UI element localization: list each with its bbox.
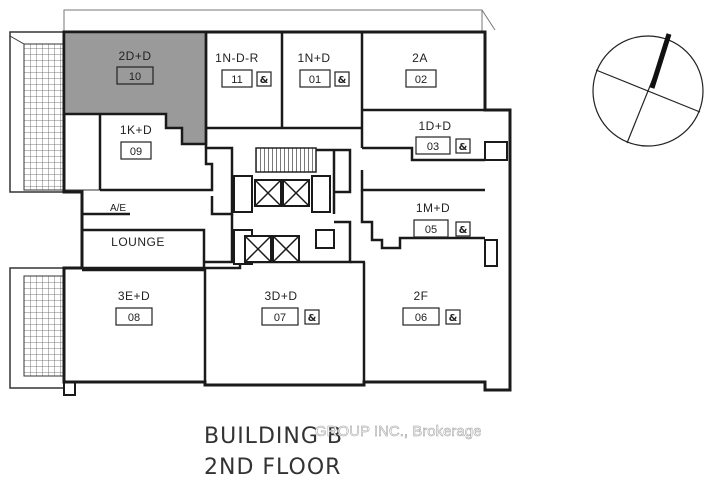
unit-name: 1N-D-R [215, 51, 259, 65]
unit-2f-06[interactable]: 2F 06 & [402, 289, 461, 326]
unit-number: 02 [415, 74, 427, 86]
accessible-symbol: & [308, 313, 317, 324]
unit-name: 1N+D [297, 51, 330, 65]
balcony-top [63, 9, 496, 33]
accessible-icon [445, 309, 461, 325]
unit-number: 05 [425, 224, 437, 236]
accessible-symbol: & [459, 225, 468, 236]
ae-label: A/E [110, 203, 126, 214]
balcony-bottom-left [9, 267, 65, 389]
watermark-text: GROUP INC., Brokerage [315, 423, 481, 440]
unit-1d-d-03[interactable]: 1D+D 03 & [415, 119, 471, 155]
unit-1k-d-09[interactable]: 1K+D 09 [120, 123, 152, 160]
unit-number: 07 [274, 312, 286, 324]
unit-1n-d-r-11[interactable]: 1N-D-R 11 & [215, 51, 272, 88]
unit-name: 2A [412, 51, 428, 65]
unit-name: 3E+D [118, 289, 150, 303]
unit-3e-d-08[interactable]: 3E+D 08 [115, 289, 153, 326]
unit-name: 1K+D [120, 123, 152, 137]
stairs-icon [255, 147, 317, 173]
elevator-icon [233, 175, 335, 265]
accessible-symbol: & [260, 75, 269, 86]
unit-name: 2D+D [118, 49, 151, 63]
unit-1m-d-05[interactable]: 1M+D 05 & [413, 201, 471, 238]
unit-number: 03 [427, 141, 439, 153]
interior-walls [62, 32, 485, 382]
unit-3d-d-07[interactable]: 3D+D 07 & [261, 289, 320, 326]
unit-name: 3D+D [264, 289, 297, 303]
unit-name: 1D+D [418, 119, 451, 133]
accessible-icon [256, 71, 272, 87]
floor-name: 2ND FLOOR [204, 455, 341, 480]
compass-icon [592, 33, 704, 147]
unit-1n-d-01[interactable]: 1N+D 01 & [297, 51, 350, 88]
unit-number: 08 [128, 312, 140, 324]
unit-2a-02[interactable]: 2A 02 [405, 51, 437, 88]
accessible-symbol: & [449, 313, 458, 324]
unit-2d-d-10[interactable]: 2D+D 10 [116, 49, 154, 85]
balcony-top-left [9, 31, 100, 193]
unit-name: 1M+D [416, 201, 450, 215]
unit-number: 06 [415, 312, 427, 324]
exterior-notches [63, 141, 508, 396]
unit-number: 11 [231, 74, 242, 86]
accessible-icon [455, 138, 471, 154]
unit-number: 10 [129, 71, 141, 83]
accessible-icon [334, 71, 350, 87]
accessible-symbol: & [338, 75, 347, 86]
lounge-label: LOUNGE [111, 235, 165, 249]
accessible-icon [455, 221, 471, 237]
building-name: BUILDING B [204, 424, 343, 449]
accessible-symbol: & [459, 142, 468, 153]
building-outline [62, 30, 512, 392]
unit-number: 09 [130, 146, 142, 158]
unit-name: 2F [413, 289, 428, 303]
unit-number: 01 [309, 74, 321, 86]
accessible-icon [304, 309, 320, 325]
